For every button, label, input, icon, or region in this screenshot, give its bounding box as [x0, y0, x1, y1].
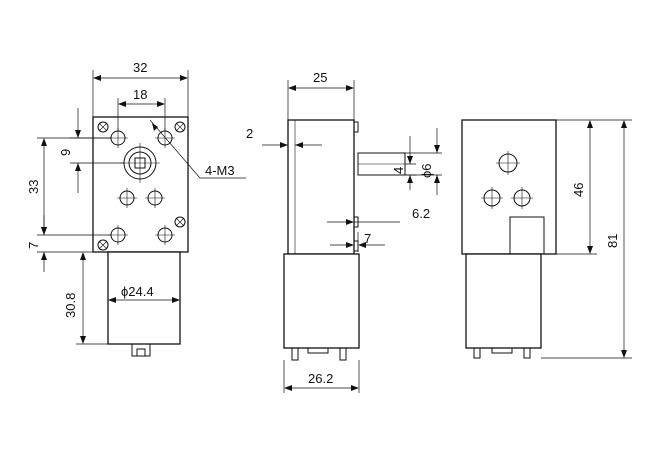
dim-left-width: 32 [92, 60, 189, 117]
front-motor-terminal [131, 344, 151, 357]
dim-flange-thickness: 2 [246, 126, 322, 148]
dim-hole-spacing-label: 18 [133, 87, 147, 102]
corner-screw-tr [174, 121, 186, 133]
dim-bottom-offset: 7 [26, 215, 93, 272]
rear-hole-right [511, 187, 533, 209]
dim-middle-depth-label: 25 [313, 70, 327, 85]
front-view: 32 18 9 33 7 30.8 [26, 60, 246, 357]
dim-gearbox-height-label: 46 [571, 183, 586, 197]
rear-hole-top [496, 151, 520, 175]
rear-gearbox-body [461, 119, 557, 255]
dim-shaft-length: 6.2 [327, 206, 430, 252]
dim-shaft-offset-label: 7 [364, 231, 371, 246]
front-gearbox-body [92, 116, 189, 253]
corner-screw-bl [97, 239, 109, 251]
m3-hole-br [155, 225, 175, 245]
rear-hole-left [481, 187, 503, 209]
thread-callout-label: 4-M3 [205, 163, 235, 178]
dim-top-offset-label: 9 [58, 149, 73, 156]
rear-view: 46 81 [461, 119, 632, 359]
dim-total-height: 81 [541, 120, 632, 359]
side-motor-body [283, 253, 360, 349]
dim-shaft-flat-label: 4 [391, 167, 406, 174]
rear-motor-terminals [473, 348, 531, 359]
front-motor-body [107, 251, 181, 345]
dim-shaft-length-label: 6.2 [412, 206, 430, 221]
mid-hole-right [145, 188, 165, 208]
dim-hole-spacing: 18 [117, 87, 166, 131]
mid-hole-left [117, 188, 137, 208]
dim-motor-length-label: 30.8 [63, 293, 78, 318]
dim-motor-diameter-label: ϕ24.4 [121, 284, 154, 299]
rear-motor-body [465, 253, 542, 349]
side-view: 25 2 4 ϕ6 6.2 7 [246, 70, 442, 393]
dim-motor-width: 26.2 [283, 360, 360, 393]
dim-motor-width-label: 26.2 [308, 371, 333, 386]
side-gearbox-body [287, 119, 355, 255]
side-motor-terminals [291, 348, 347, 361]
thread-callout: 4-M3 [149, 119, 246, 179]
dim-motor-diameter: ϕ24.4 [108, 284, 180, 303]
dim-middle-depth: 25 [287, 70, 355, 120]
dim-left-height-label: 33 [26, 180, 41, 194]
dim-shaft-flat: 4 [391, 136, 416, 190]
dim-shaft-diameter-label: ϕ6 [419, 163, 434, 178]
dim-flange-thickness-label: 2 [246, 126, 253, 141]
dim-motor-length: 30.8 [63, 252, 108, 345]
dim-bottom-offset-label: 7 [26, 242, 41, 249]
dim-total-height-label: 81 [605, 234, 620, 248]
dim-gearbox-height: 46 [541, 119, 632, 255]
dim-shaft-diameter: ϕ6 [405, 128, 442, 195]
dim-shaft-offset: 7 [330, 231, 385, 252]
corner-screw-br [174, 216, 186, 228]
corner-screw-tl [97, 121, 109, 133]
dim-left-width-label: 32 [133, 60, 147, 75]
